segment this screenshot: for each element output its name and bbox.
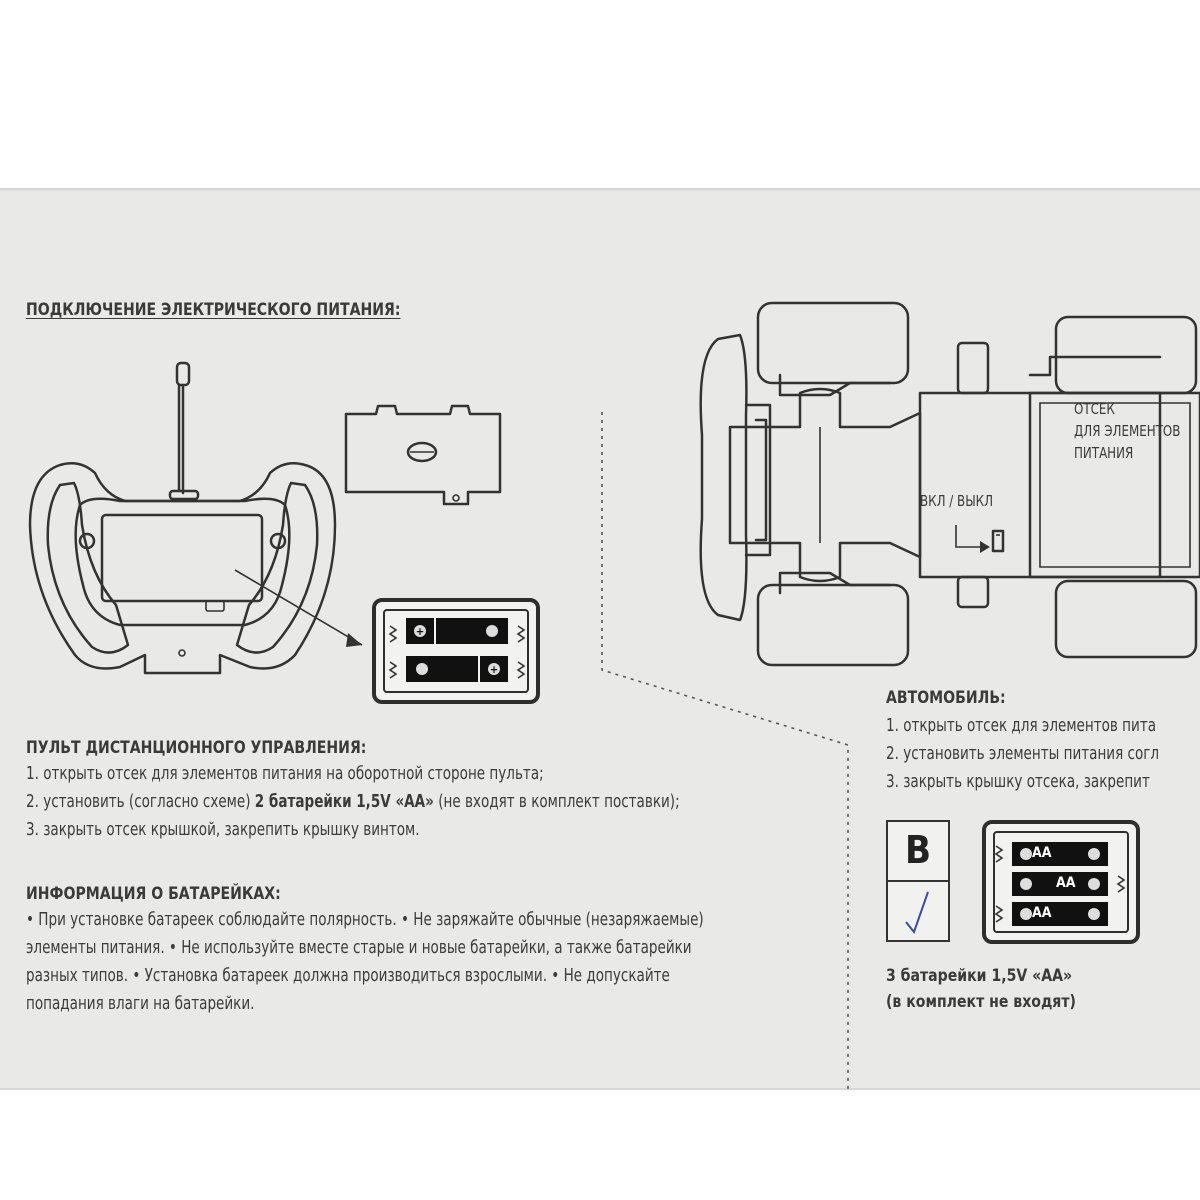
- battery-info-line-3: разных типов. • Установка батареек должн…: [26, 966, 670, 986]
- remote-step-3: 3. закрыть отсек крышкой, закрепить крыш…: [26, 820, 420, 840]
- background-top: [0, 0, 1200, 190]
- remote-step-1: 1. открыть отсек для элементов питания н…: [26, 764, 544, 784]
- battery-cover-illustration: [344, 404, 502, 506]
- battery-caption-line-2: (в комплект не входят): [886, 992, 1076, 1012]
- background-bottom: [0, 1090, 1200, 1200]
- compartment-label-line-2: ДЛЯ ЭЛЕМЕНТОВ: [1074, 422, 1181, 440]
- car-step-2: 2. установить элементы питания согл: [886, 744, 1160, 764]
- checkmark-icon: [905, 891, 929, 935]
- battery-label-3: AA: [1032, 905, 1052, 921]
- battery-info-line-1: • При установке батареек соблюдайте поля…: [26, 910, 704, 930]
- remote-battery-compartment-diagram: + +: [372, 598, 540, 704]
- battery-label-1: AA: [1032, 845, 1052, 861]
- remote-section-title: ПУЛЬТ ДИСТАНЦИОННОГО УПРАВЛЕНИЯ:: [26, 738, 367, 758]
- battery-info-line-4: попадания влаги на батарейки.: [26, 994, 255, 1014]
- power-section-title: ПОДКЛЮЧЕНИЕ ЭЛЕКТРИЧЕСКОГО ПИТАНИЯ:: [26, 300, 401, 320]
- remote-control-illustration: [28, 361, 363, 675]
- switch-label: ВКЛ / ВЫКЛ: [920, 492, 994, 510]
- battery-caption-line-1: 3 батарейки 1,5V «АА»: [886, 966, 1073, 986]
- car-top-view-illustration: [699, 301, 1200, 667]
- car-step-3: 3. закрыть крышку отсека, закрепит: [886, 772, 1150, 792]
- dashed-divider: [601, 412, 849, 1090]
- battery-info-line-2: элементы питания. • Не используйте вмест…: [26, 938, 692, 958]
- svg-text:+: +: [490, 663, 498, 676]
- panel-bottom-edge: [0, 1088, 1200, 1091]
- battery-label-2: AA: [1056, 875, 1076, 891]
- panel-top-edge: [0, 188, 1200, 192]
- battery-info-title: ИНФОРМАЦИЯ О БАТАРЕЙКАХ:: [26, 884, 281, 904]
- remote-step-2: 2. установить (согласно схеме) 2 батарей…: [26, 792, 680, 812]
- compartment-label-line-3: ПИТАНИЯ: [1074, 444, 1134, 462]
- car-battery-compartment-diagram: [982, 820, 1140, 944]
- model-letter-box: B: [886, 820, 950, 942]
- car-step-1: 1. открыть отсек для элементов пита: [886, 716, 1156, 736]
- letter-box-divider: [888, 880, 948, 882]
- model-letter: B: [904, 828, 932, 872]
- svg-text:+: +: [416, 625, 424, 638]
- car-section-title: АВТОМОБИЛЬ:: [886, 688, 1006, 708]
- compartment-label-line-1: ОТСЕК: [1074, 400, 1115, 418]
